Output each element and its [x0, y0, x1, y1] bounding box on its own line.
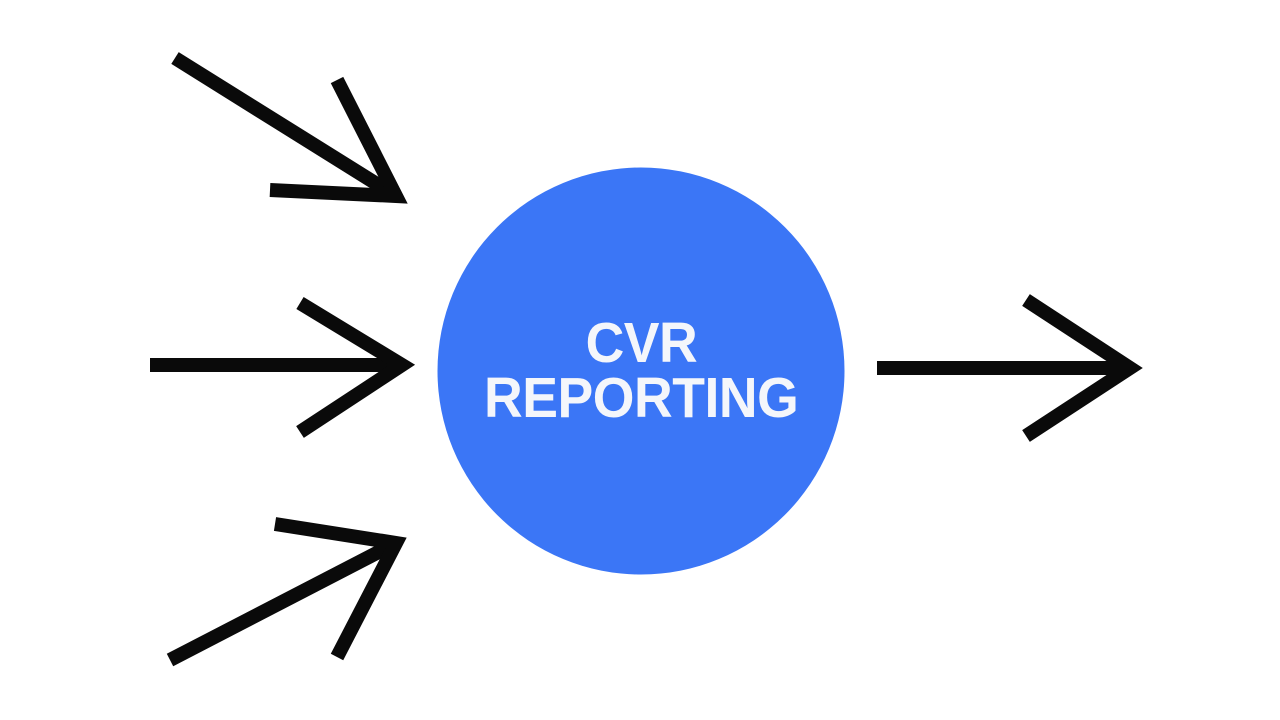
input-arrow-top-shaft — [171, 52, 400, 202]
input-arrow-bottom-head — [273, 517, 407, 661]
input-arrow-bottom — [166, 517, 407, 667]
output-arrow-head — [1022, 294, 1143, 442]
input-arrow-bottom-shaft — [166, 536, 400, 667]
input-arrow-top-head — [269, 76, 408, 204]
input-arrow-middle — [150, 297, 416, 438]
input-arrow-middle-head — [296, 297, 416, 438]
process-node-circle — [437, 167, 845, 575]
input-arrow-top — [171, 52, 408, 204]
output-arrow — [877, 294, 1143, 442]
